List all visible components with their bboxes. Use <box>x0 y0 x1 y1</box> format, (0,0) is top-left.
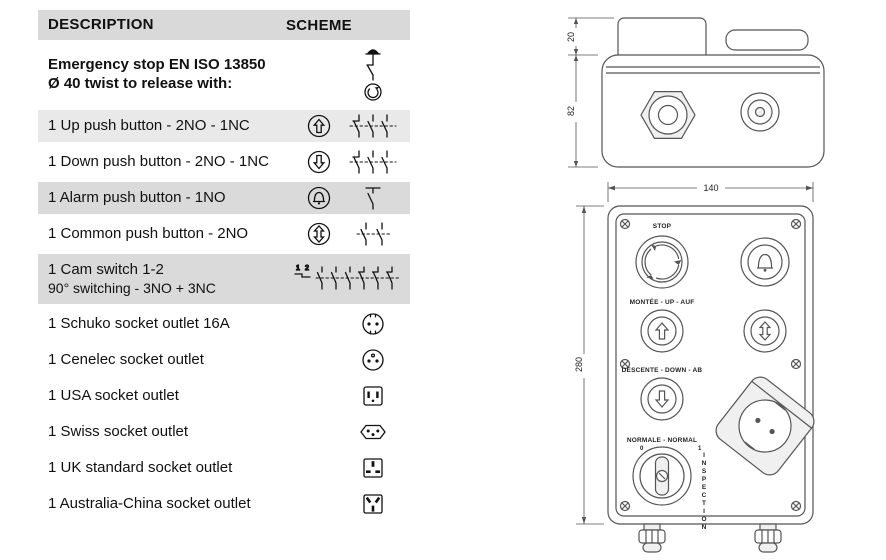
lid-bump <box>618 18 706 60</box>
row-label: 1 Schuko socket outlet 16A <box>48 314 230 332</box>
alarm-button-drawing <box>741 238 789 286</box>
dimension-20: 20 <box>566 18 614 55</box>
schuko-socket-icon <box>342 311 404 337</box>
dimension-280: 280 <box>574 206 604 524</box>
row-label: 1 Up push button - 2NO - 1NC <box>48 116 250 134</box>
stop-mushroom-button-drawing <box>636 236 688 288</box>
table-row-up-push-button: 1 Up push button - 2NO - 1NC <box>38 110 410 142</box>
down-label: DESCENTE - DOWN - AB <box>622 367 703 374</box>
cable-gland-drawing <box>641 92 695 139</box>
swiss-socket-icon <box>342 423 404 441</box>
bottom-cable-glands <box>639 524 781 552</box>
up-arrow-button-icon <box>296 113 342 139</box>
dim-82-label: 82 <box>566 106 576 116</box>
header-scheme: SCHEME <box>286 16 352 34</box>
scheme-cam-switch: 1 2 <box>292 261 404 297</box>
row-label: 1 Cenelec socket outlet <box>48 350 204 368</box>
row-label: 1 Common push button - 2NO <box>48 224 249 242</box>
table-row-usa-socket: 1 USA socket outlet <box>38 380 410 412</box>
normal-label: NORMALE - NORMAL <box>627 437 697 444</box>
table-row-down-push-button: 1 Down push button - 2NO - 1NC <box>38 146 410 178</box>
cam-switch-drawing: 0 1 <box>633 446 702 505</box>
position-0-label: 0 <box>640 446 644 452</box>
position-1-label: 1 <box>698 446 702 452</box>
socket-outlet-drawing <box>712 373 819 480</box>
panel-screws <box>621 220 801 511</box>
header-description: DESCRIPTION <box>48 15 154 33</box>
scheme-emergency-stop <box>342 46 404 104</box>
cenelec-socket-icon <box>342 347 404 373</box>
dimension-82: 82 <box>566 55 598 167</box>
table-row-australia-china-socket: 1 Australia-China socket outlet <box>38 488 410 520</box>
row-label: 1 Alarm push button - 1NO <box>48 188 226 206</box>
down-arrow-button-icon <box>296 149 342 175</box>
cam-position-1: 1 <box>296 265 300 272</box>
scheme-2no-1nc <box>342 148 404 176</box>
row-label: 1 Swiss socket outlet <box>48 422 189 440</box>
scheme-1no <box>342 184 404 212</box>
row-label: Emergency stop EN ISO 13850 Ø 40 twist t… <box>48 56 266 92</box>
front-view-drawing: 140 280 STOP <box>574 181 880 560</box>
dim-20-label: 20 <box>566 32 576 42</box>
row-label: 1 USA socket outlet <box>48 386 179 404</box>
row-label: 1 Australia-China socket outlet <box>48 494 251 512</box>
table-row-cenelec-socket: 1 Cenelec socket outlet <box>38 344 410 376</box>
up-down-arrow-button-icon <box>296 221 342 247</box>
technical-drawings: 20 82 140 <box>540 4 884 558</box>
stop-label: STOP <box>653 223 672 230</box>
australia-china-socket-icon <box>342 491 404 517</box>
row-label: 1 Down push button - 2NO - 1NC <box>48 152 269 170</box>
alarm-bell-button-icon <box>296 185 342 211</box>
table-row-schuko-socket: 1 Schuko socket outlet 16A <box>38 308 410 340</box>
dimension-140: 140 <box>608 181 813 202</box>
row-label: 1 Cam switch 1-2 90° switching - 3NO + 3… <box>48 260 216 296</box>
up-button-drawing <box>641 310 683 352</box>
table-row-common-push-button: 1 Common push button - 2NO <box>38 218 410 250</box>
table-row-emergency-stop: Emergency stop EN ISO 13850 Ø 40 twist t… <box>38 44 410 106</box>
inspection-label: INSPECTION <box>700 452 708 532</box>
cam-position-2: 2 <box>305 265 309 272</box>
common-button-drawing <box>744 310 786 352</box>
down-button-drawing <box>641 378 683 420</box>
enclosure-body <box>602 55 824 167</box>
socket-cover-profile <box>726 30 808 50</box>
scheme-2no <box>342 220 404 248</box>
table-row-alarm-push-button: 1 Alarm push button - 1NO <box>38 182 410 214</box>
side-view-drawing: 20 82 <box>566 4 880 174</box>
table-header-row: DESCRIPTION SCHEME <box>38 10 410 40</box>
uk-socket-icon <box>342 455 404 481</box>
panel-inner-outline <box>616 214 805 516</box>
usa-socket-icon <box>342 383 404 409</box>
round-entry-drawing <box>741 93 779 131</box>
row-label: 1 UK standard socket outlet <box>48 458 233 476</box>
table-row-cam-switch: 1 Cam switch 1-2 90° switching - 3NO + 3… <box>38 254 410 304</box>
scheme-2no-1nc <box>342 112 404 140</box>
table-row-swiss-socket: 1 Swiss socket outlet <box>38 416 410 448</box>
dim-280-label: 280 <box>574 357 584 372</box>
emergency-stop-scheme-icon <box>364 49 382 101</box>
table-row-uk-socket: 1 UK standard socket outlet <box>38 452 410 484</box>
dim-140-label: 140 <box>703 183 718 193</box>
up-label: MONTÉE - UP - AUF <box>630 297 695 306</box>
description-table: DESCRIPTION SCHEME Emergency stop EN ISO… <box>38 10 410 524</box>
